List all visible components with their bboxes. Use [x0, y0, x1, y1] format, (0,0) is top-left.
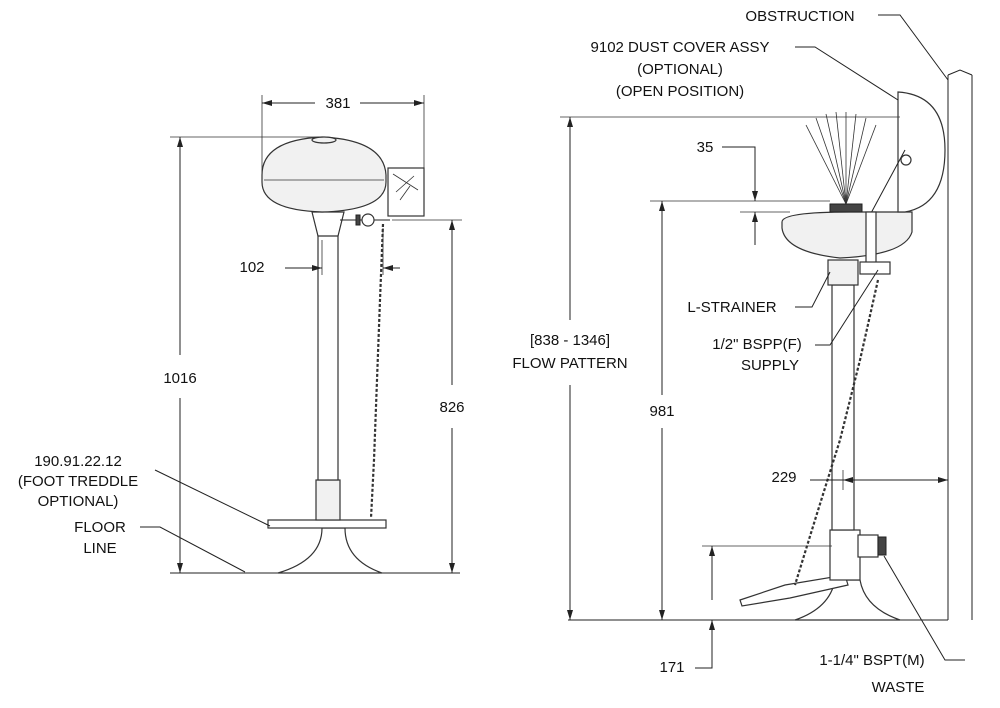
foot-treadle-plate	[267, 519, 387, 529]
obstruction-leader	[878, 14, 949, 81]
spray-head	[829, 203, 863, 213]
treadle-part-label-1: 190.91.22.12	[34, 453, 122, 470]
treadle-part-label-3: OPTIONAL)	[38, 493, 119, 510]
dim-wall-label: 229	[771, 469, 796, 486]
dust-cover-label-3: (OPEN POSITION)	[616, 83, 744, 100]
valve-nut	[355, 214, 361, 226]
leader-line	[154, 469, 271, 527]
dust-cover-label-1: 9102 DUST COVER ASSY	[591, 39, 770, 56]
waste-nut	[877, 536, 887, 556]
cover-pivot	[900, 154, 912, 166]
dust-cover-label-2: (OPTIONAL)	[637, 61, 723, 78]
supply-label-2: SUPPLY	[741, 357, 799, 374]
leader-line	[795, 46, 899, 101]
supply-valve-side	[859, 261, 891, 275]
treadle-chain-side	[793, 279, 880, 586]
leader-line	[815, 269, 879, 346]
bowl	[261, 136, 387, 213]
waste-outlet	[857, 534, 879, 558]
flow-pattern-label: FLOW PATTERN	[512, 355, 627, 372]
supply-label-1: 1/2" BSPP(F)	[712, 336, 802, 353]
pedestal-pipe-side	[831, 284, 855, 531]
floor-label-1: FLOOR	[74, 519, 126, 536]
pedestal-pipe	[317, 234, 339, 481]
bowl-cap	[311, 136, 337, 144]
dim-line	[722, 146, 756, 201]
flow-pattern	[805, 111, 877, 205]
leader-line	[140, 526, 246, 573]
side-view: OBSTRUCTION	[512, 8, 973, 696]
bowl-side	[781, 211, 913, 259]
waste-label-1: 1-1/4" BSPT(M)	[819, 652, 924, 669]
strainer-label: L-STRAINER	[687, 299, 776, 316]
obstruction-label: OBSTRUCTION	[745, 8, 854, 25]
dim-arrows	[752, 191, 758, 222]
supply-bracket	[865, 211, 877, 268]
cover-arm	[869, 149, 906, 216]
waste-label-2: WASTE	[872, 679, 925, 696]
supply-valve	[361, 213, 375, 227]
dim-arrows	[709, 546, 715, 630]
dim-width-label: 381	[325, 95, 350, 112]
waste-tee	[829, 529, 861, 581]
dim-line	[695, 620, 713, 669]
treadle-part-label-2: (FOOT TREDDLE	[18, 473, 138, 490]
leader-line	[795, 271, 831, 308]
dust-cover	[897, 91, 946, 213]
flow-range-label: [838 - 1346]	[530, 332, 610, 349]
dim-overall-height-label: 1016	[163, 370, 196, 387]
foot-treadle-side	[739, 574, 849, 607]
front-view: 381 1016 102 826 190.91.22.12 (FOOT TRED…	[18, 95, 465, 574]
pedestal-base	[277, 527, 383, 574]
l-strainer	[827, 259, 859, 286]
leader-line	[883, 555, 965, 661]
valve-detail	[392, 173, 419, 201]
dim-supply-height-label: 826	[439, 399, 464, 416]
dim-waste-height-label: 171	[659, 659, 684, 676]
dim-spray-label: 35	[697, 139, 714, 156]
floor-label-2: LINE	[83, 540, 116, 557]
pipe-coupling	[315, 479, 341, 521]
wall-break	[947, 69, 973, 76]
dim-bowl-height-label: 981	[649, 403, 674, 420]
dim-nozzle-offset-label: 102	[239, 259, 264, 276]
bowl-neck	[311, 211, 345, 237]
treadle-chain	[369, 223, 385, 519]
